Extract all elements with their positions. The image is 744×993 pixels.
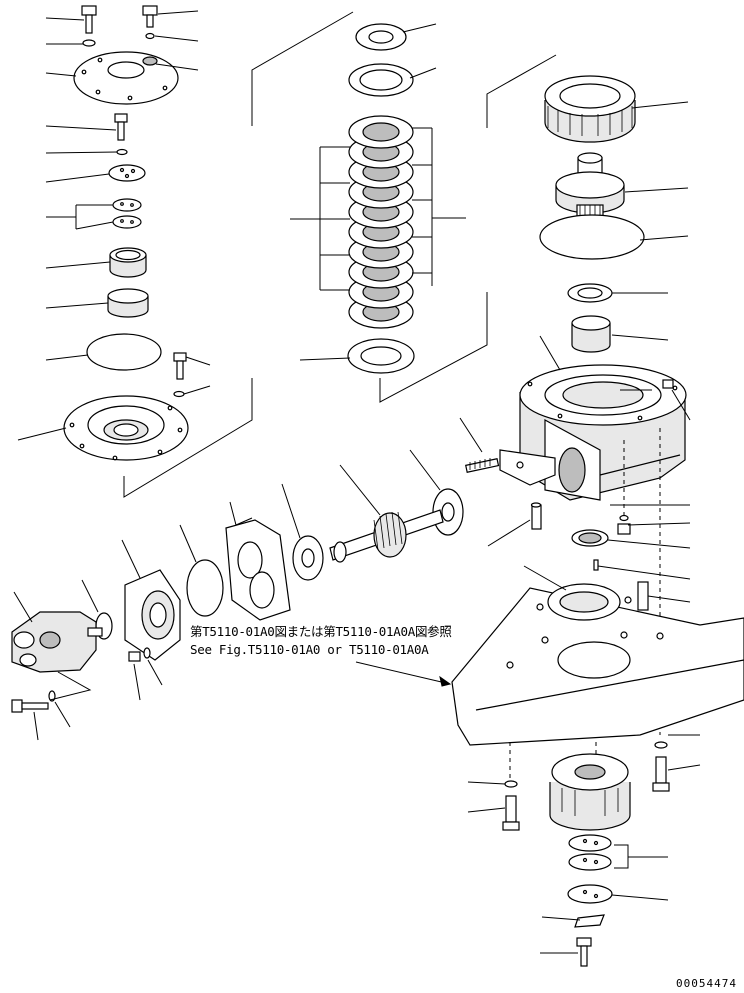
ring-gear-part [544,75,636,143]
washer-part [145,32,155,40]
frame-plate-part [451,583,744,746]
bolt-part [502,795,520,831]
housing-flange-part [63,395,189,461]
seal-plate-part [539,214,645,260]
bushing-part [571,315,611,353]
plug-part [662,379,674,389]
gasket-part [225,519,291,621]
washer-part [504,780,518,788]
shim-part [568,853,612,871]
right-assembly [499,75,691,501]
o-ring-part [186,559,224,617]
washer-part [654,741,668,749]
worm-shaft-part [329,509,444,563]
bolt-part [652,756,670,792]
bolt-part [114,113,128,141]
reference-note-jp: 第T5110-01A0図または第T5110-01A0A図参照 [190,624,452,639]
o-ring-part [86,333,162,371]
bolt-part [142,5,158,28]
shim-plate-part [108,164,146,182]
bearing-part [109,247,147,278]
hydraulic-motor-part [11,611,103,673]
washer-part [48,690,56,702]
bearing-part [432,488,464,536]
planet-carrier-part [549,753,631,831]
dowel-pin-part [637,581,649,611]
lower-right-assembly [451,389,744,967]
washer-part [82,39,96,47]
washer-part [173,390,185,398]
motor-cover-part [124,569,181,661]
drawing-number: 00054474 [676,977,737,990]
bolt-part [81,5,97,34]
friction-plates [348,115,414,329]
pin-part [531,504,542,530]
end-plate-part [567,884,613,904]
seal-ring-part [571,529,609,547]
shim-part [568,834,612,852]
reference-note-en: See Fig.T5110-01A0 or T5110-01A0A [190,642,429,657]
reference-arrow [355,661,451,685]
bolt-part [173,352,187,380]
reference-note: 第T5110-01A0図または第T5110-01A0A図参照 See Fig.T… [190,624,452,687]
thrust-washer-part [567,283,613,303]
pin-part [593,559,599,571]
washer-part [143,647,151,659]
stud-bolt-part [465,458,500,473]
leader-lines [17,10,354,498]
nut-part [128,651,141,662]
bolt-part [576,937,592,967]
gear-housing-part [499,364,687,501]
worm-shaft-row [11,417,500,741]
bearing-part [292,535,324,581]
bushing-part [107,288,149,318]
bolt-part [11,699,49,713]
top-left-assembly [17,5,354,498]
cover-plate-part [73,51,179,105]
washer-part [116,148,128,156]
shim-part [112,198,142,212]
shim-part [112,215,142,229]
lock-plate-part [574,914,605,928]
clutch-disc-pack [290,23,557,403]
